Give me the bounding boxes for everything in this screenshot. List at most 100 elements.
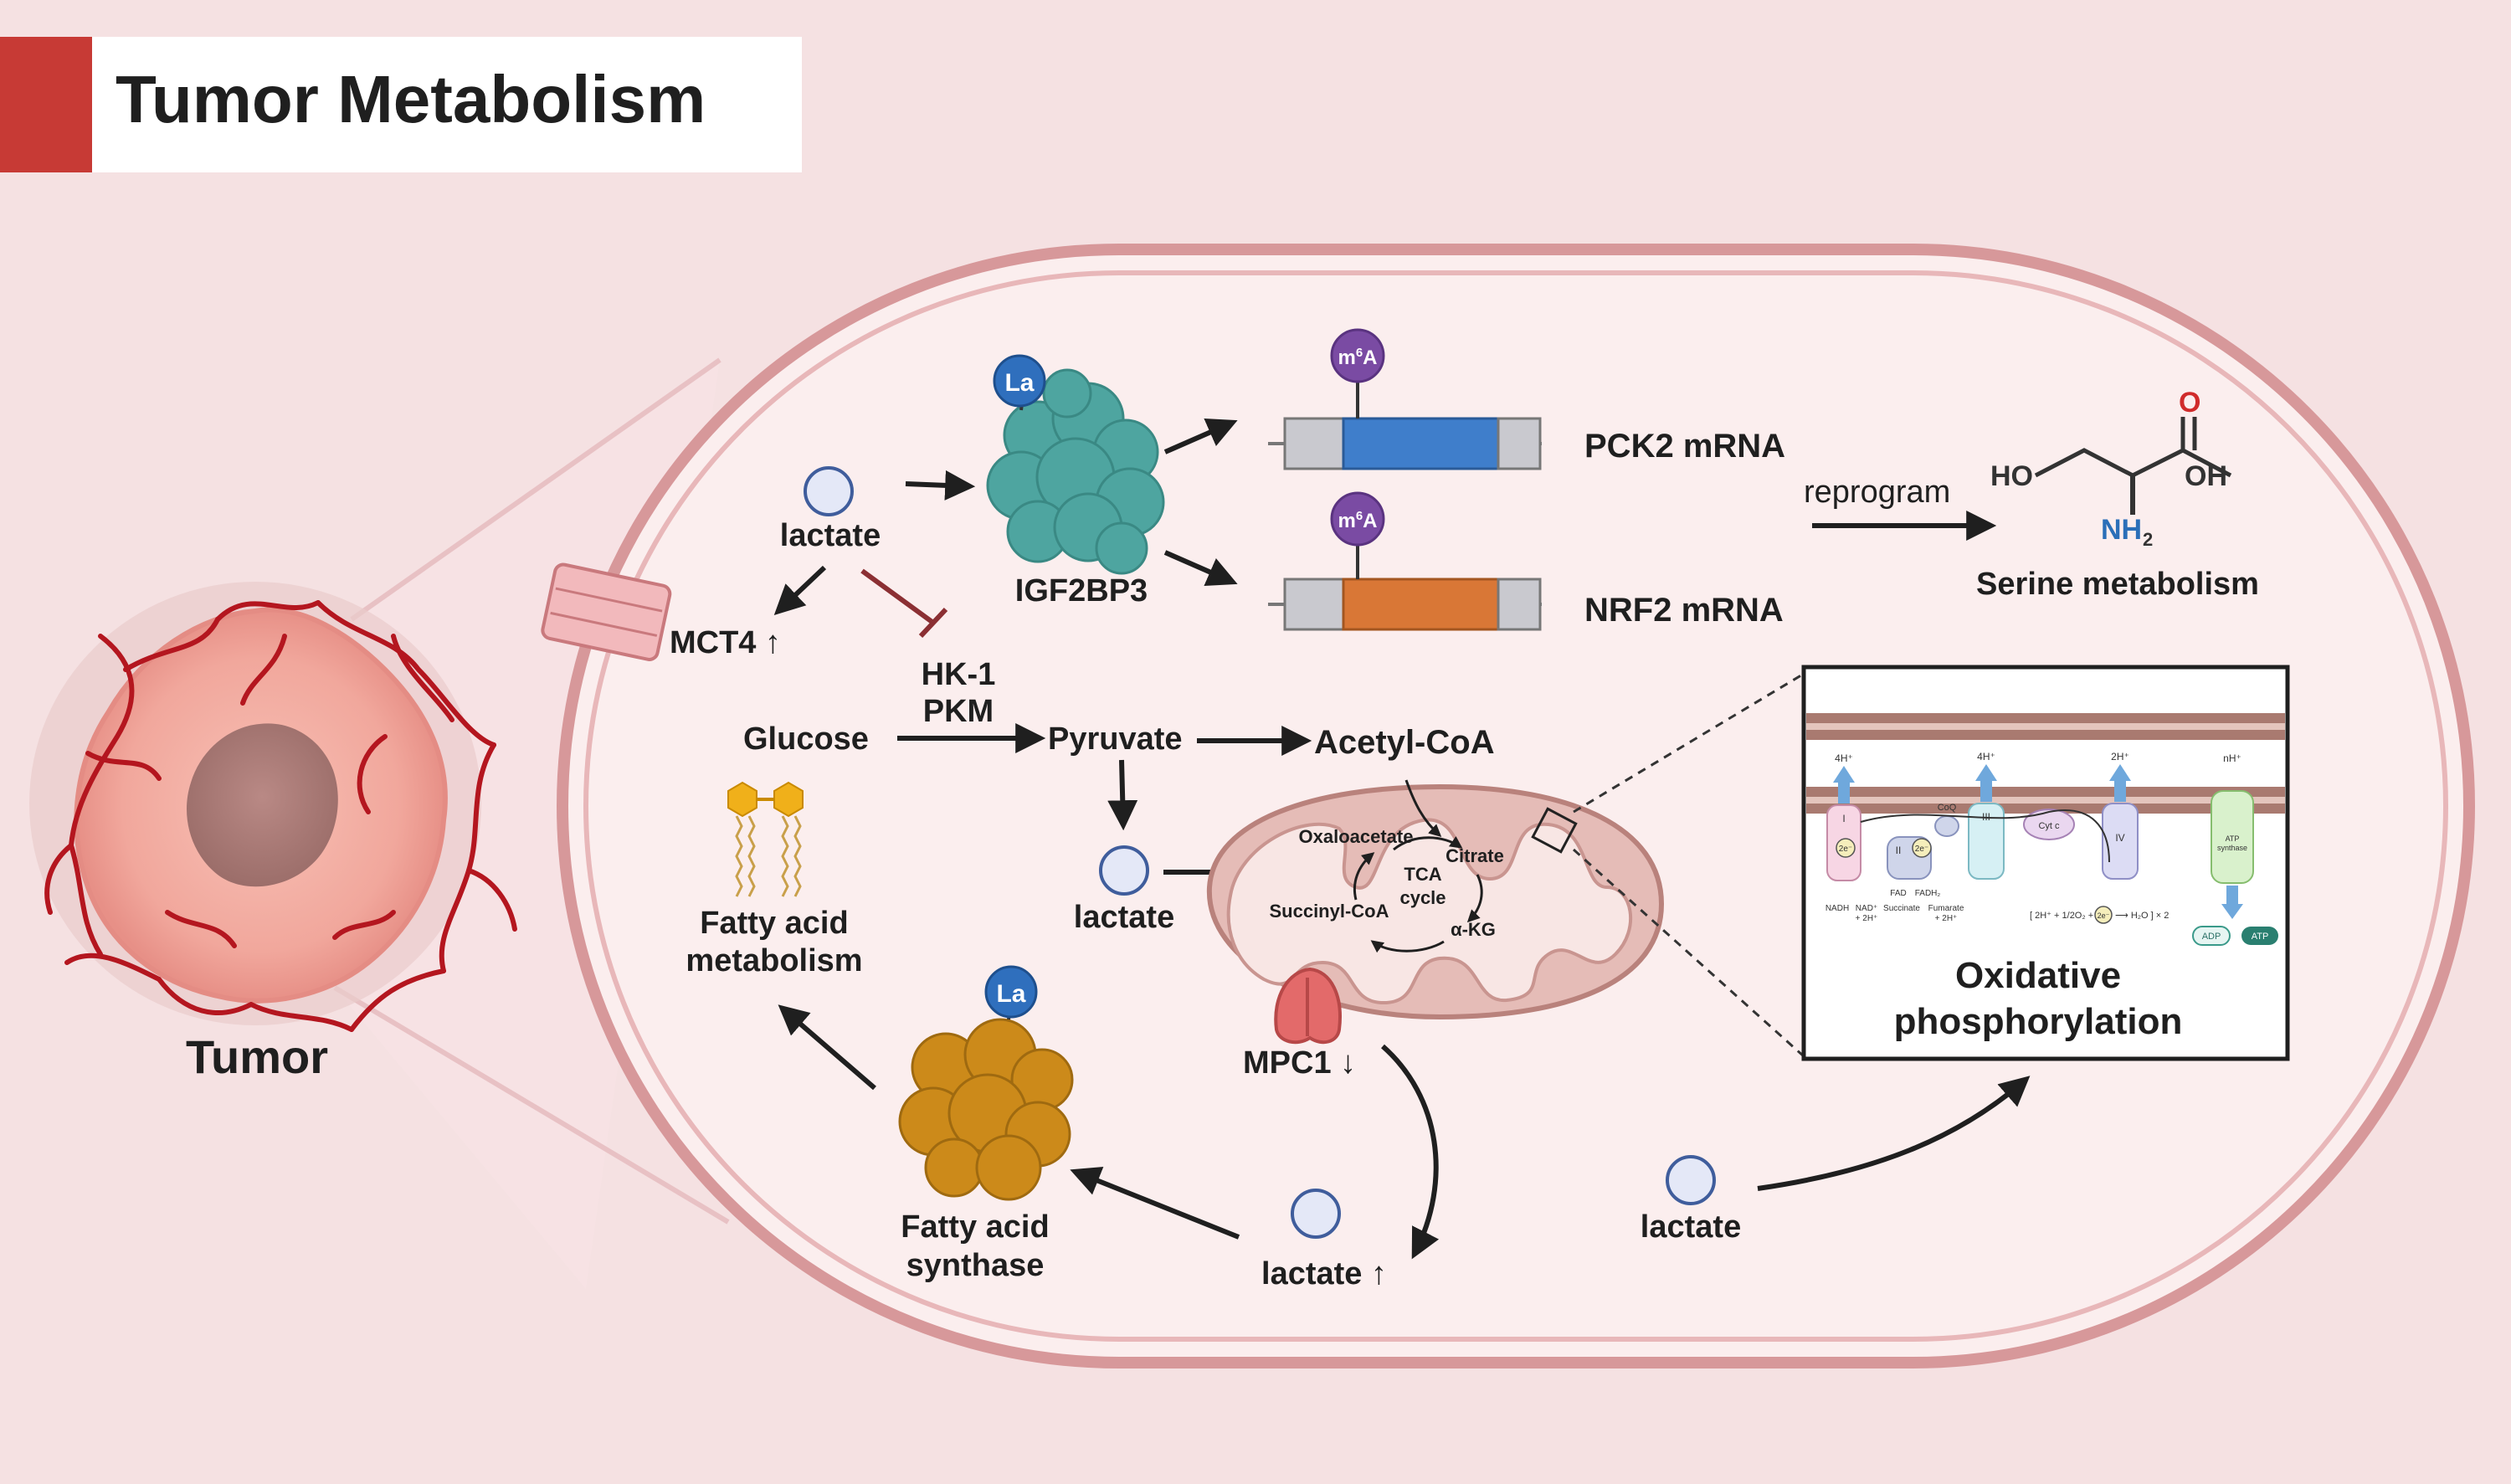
tca-citrate: Citrate xyxy=(1445,845,1504,866)
arrow-pyruvate-to-lactate xyxy=(1107,759,1138,831)
tumor-label: Tumor xyxy=(186,1030,328,1083)
lactate-molecule-right xyxy=(1666,1155,1716,1205)
oxphos-complex-2: II xyxy=(1896,845,1902,856)
oxphos-h-label-4: nH⁺ xyxy=(2223,752,2241,764)
oxphos-e-2: 2e⁻ xyxy=(1915,845,1928,854)
serine-label: Serine metabolism xyxy=(1976,567,2259,602)
mpc1-label: MPC1 ↓ xyxy=(1243,1045,1356,1081)
oxphos-title-2: phosphorylation xyxy=(1894,1001,2183,1042)
arrow-fas-to-fatty-acid xyxy=(778,1004,876,1091)
oxphos-electron-path xyxy=(1860,809,2110,863)
oxphos-adp: ADP xyxy=(2202,932,2221,942)
fatty-met-label-1: Fatty acid xyxy=(700,906,848,941)
oxphos-coq: CoQ xyxy=(1938,803,1957,813)
pkm-label: PKM xyxy=(923,694,994,729)
tca-center-1: TCA xyxy=(1404,864,1441,885)
acetylcoa-label: Acetyl-CoA xyxy=(1314,724,1495,761)
fas-label-2: synthase xyxy=(906,1248,1045,1283)
glucose-label: Glucose xyxy=(743,721,869,757)
arrow-lactate-to-fas xyxy=(1070,1166,1240,1240)
mpc1-transporter xyxy=(1274,967,1342,1045)
nrf2-label: NRF2 mRNA xyxy=(1584,592,1784,629)
arrow-lactate-to-igf2bp3 xyxy=(905,470,976,501)
mct4-label: MCT4 ↑ xyxy=(670,625,781,660)
fas-label-1: Fatty acid xyxy=(901,1209,1049,1245)
tumor-illustration: Tumor xyxy=(29,582,517,1083)
igf2bp3-protein: La xyxy=(986,354,1165,575)
oxphos-e-1: 2e⁻ xyxy=(1839,845,1852,854)
tca-succinylcoa: Succinyl-CoA xyxy=(1269,901,1389,922)
tca-center-2: cycle xyxy=(1399,887,1445,908)
la-badge-fas xyxy=(984,965,1038,1019)
la-badge-text-fas: La xyxy=(996,980,1025,1008)
mito-cristae xyxy=(1226,818,1633,1005)
fatty-met-label-2: metabolism xyxy=(686,943,862,978)
tca-akg: α-KG xyxy=(1451,919,1496,940)
oxphos-h-label-2: 4H⁺ xyxy=(1977,751,1995,763)
lactate-label-right: lactate xyxy=(1641,1209,1741,1245)
svg-text:OH: OH xyxy=(2185,460,2227,492)
oxphos-nad-1: NAD⁺ xyxy=(1856,904,1877,913)
arrow-mpc1-to-lactate xyxy=(1381,1044,1440,1260)
oxphos-fad: FAD xyxy=(1890,889,1906,898)
arrow-lactate-to-oxphos xyxy=(1757,1076,2031,1191)
oxphos-complex-1: I xyxy=(1842,813,1845,824)
la-badge-igf2bp3 xyxy=(993,354,1046,408)
fatty-acid-icon xyxy=(727,781,804,897)
arrow-igf2bp3-to-pck2 xyxy=(1163,418,1238,454)
igf2bp3-label: IGF2BP3 xyxy=(1015,573,1148,608)
header-box xyxy=(0,37,802,172)
m6a-badge-nrf2 xyxy=(1330,491,1385,547)
page-title: Tumor Metabolism xyxy=(116,62,706,136)
lactate-label-mid: lactate xyxy=(1074,900,1174,935)
nrf2-coding-bar xyxy=(1342,578,1500,631)
lactate-molecule-bottom xyxy=(1291,1189,1341,1239)
reprogram-label: reprogram xyxy=(1804,475,1950,510)
lactate-molecule-top xyxy=(804,466,854,516)
m6a-badge-text-pck2: m6A xyxy=(1338,346,1377,369)
zoom-box xyxy=(1531,807,1578,854)
oxphos-succinate: Succinate xyxy=(1883,904,1920,913)
tca-cycle-arrows xyxy=(1353,779,1483,953)
oxphos-fumarate-1: Fumarate xyxy=(1928,904,1964,913)
oxphos-e-3: 2e⁻ xyxy=(2098,911,2110,920)
oxphos-proton-arrows xyxy=(1833,764,2243,919)
tca-oxaloacetate: Oxaloacetate xyxy=(1299,826,1414,847)
m6a-badge-text-nrf2: m6A xyxy=(1338,509,1377,532)
inhibit-bar xyxy=(918,607,948,639)
svg-text:O: O xyxy=(2179,387,2200,418)
la-badge-text-igf2bp3: La xyxy=(1004,369,1034,397)
mct4-transporter xyxy=(541,562,672,661)
oxphos-equation-right: ⟶ H₂O ] × 2 xyxy=(2115,911,2169,921)
lactate-molecule-mid xyxy=(1099,845,1149,896)
oxphos-complex-4: IV xyxy=(2115,832,2124,844)
zoom-line-bottom xyxy=(1572,848,1805,1058)
oxphos-equation-left: [ 2H⁺ + 1/2O₂ + xyxy=(2030,911,2093,921)
oxphos-fadh2: FADH₂ xyxy=(1915,889,1941,898)
lactate-label-top: lactate xyxy=(780,518,881,553)
svg-text:2: 2 xyxy=(2143,529,2153,550)
oxphos-h-label-3: 2H⁺ xyxy=(2111,751,2129,763)
arrow-igf2bp3-to-nrf2 xyxy=(1163,550,1238,586)
oxphos-cytc: Cyt c xyxy=(2038,821,2060,831)
m6a-badge-pck2 xyxy=(1330,328,1385,383)
pck2-coding-bar xyxy=(1342,417,1500,470)
oxphos-nad-2: + 2H⁺ xyxy=(1856,914,1878,923)
tumor-vessels xyxy=(44,600,517,1032)
pck2-mrna: m6A xyxy=(1268,328,1542,470)
oxphos-h-label-1: 4H⁺ xyxy=(1835,752,1853,764)
svg-text:HO: HO xyxy=(1990,460,2033,492)
serine-structure: HO O OH NH 2 xyxy=(1990,387,2232,550)
oxphos-fumarate-2: + 2H⁺ xyxy=(1935,914,1958,923)
nrf2-mrna: m6A xyxy=(1268,491,1542,631)
header-accent-bar xyxy=(0,37,92,172)
oxphos-atp-synthase-1: ATP xyxy=(2226,834,2240,843)
oxphos-atp: ATP xyxy=(2252,932,2269,942)
oxphos-panel: 4H⁺ 4H⁺ 2H⁺ nH⁺ I II III IV CoQ Cyt c AT… xyxy=(1801,665,2290,1061)
oxphos-title-1: Oxidative xyxy=(1955,955,2121,996)
arrow-lactate-to-mct4 xyxy=(773,565,827,615)
header: Tumor Metabolism xyxy=(0,37,802,172)
svg-text:NH: NH xyxy=(2101,514,2142,546)
pyruvate-label: Pyruvate xyxy=(1048,721,1183,757)
